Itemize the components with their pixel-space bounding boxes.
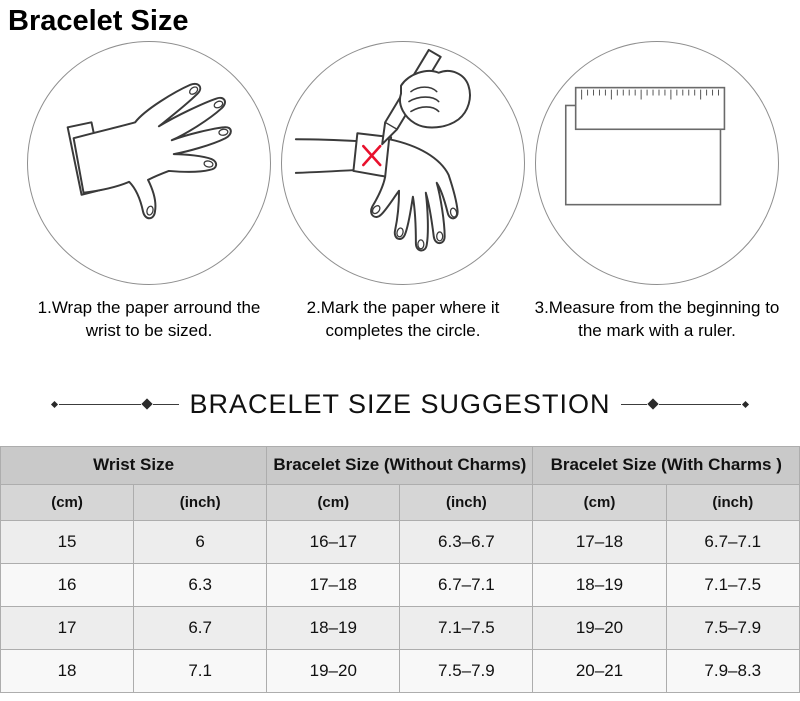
col-group-wrist-size: Wrist Size	[0, 445, 268, 485]
caption-line: completes the circle.	[325, 320, 481, 340]
fingernail	[371, 204, 381, 215]
step-3: 3.Measure from the beginning to the mark…	[530, 40, 784, 343]
table-cell: 7.9–8.3	[665, 648, 800, 693]
step-1: 1.Wrap the paper arround the wrist to be…	[22, 40, 276, 343]
fingernail	[417, 239, 425, 250]
caption-line: 1.Wrap the paper arround the	[37, 297, 261, 317]
measurement-steps: 1.Wrap the paper arround the wrist to be…	[0, 40, 800, 343]
table-cell: 20–21	[532, 648, 667, 693]
table-cell: 15	[0, 519, 135, 564]
step-3-caption: 3.Measure from the beginning to the mark…	[535, 297, 780, 343]
ruler-rect	[574, 86, 726, 130]
fingernail	[146, 205, 154, 216]
table-cell: 7.1–7.5	[665, 562, 800, 607]
page-title: Bracelet Size	[8, 5, 189, 37]
hand-with-paper-icon	[66, 82, 232, 220]
divider-left-ornament	[50, 398, 180, 410]
forearm-line	[294, 138, 361, 143]
table-cell: 7.1–7.5	[399, 605, 534, 650]
table-cell: 6.3–6.7	[399, 519, 534, 564]
fingernail	[218, 128, 229, 136]
diamond-icon	[646, 398, 659, 410]
step-2-caption: 2.Mark the paper where it completes the …	[307, 297, 500, 343]
caption-line: wrist to be sized.	[85, 320, 213, 340]
fingernail	[213, 100, 224, 109]
table-cell: 6.7–7.1	[665, 519, 800, 564]
divider-line	[620, 403, 647, 405]
ruler-icon	[564, 86, 726, 206]
table-cell: 6	[133, 519, 268, 564]
divider-right-ornament	[620, 398, 750, 410]
divider-line	[59, 403, 142, 405]
diamond-icon	[141, 398, 154, 410]
red-x-mark	[362, 144, 382, 167]
table-cell: 18	[0, 648, 135, 693]
col-group-without-charms: Bracelet Size (Without Charms)	[266, 445, 534, 485]
diamond-small-icon	[51, 400, 59, 408]
unit-header-cm: (cm)	[532, 483, 667, 521]
caption-line: 3.Measure from the beginning to	[534, 297, 780, 317]
caption-line: 2.Mark the paper where it	[306, 297, 500, 317]
table-row: 16 6.3 17–18 6.7–7.1 18–19 7.1–7.5	[0, 562, 800, 607]
table-cell: 6.7–7.1	[399, 562, 534, 607]
caption-line: the mark with a ruler.	[578, 320, 736, 340]
step-2-illustration	[281, 40, 525, 285]
pen-tip-line	[384, 121, 398, 130]
fingernail	[449, 207, 458, 218]
suggestion-heading-row: BRACELET SIZE SUGGESTION	[0, 389, 800, 420]
step-2: 2.Mark the paper where it completes the …	[276, 40, 530, 343]
table-row: 18 7.1 19–20 7.5–7.9 20–21 7.9–8.3	[0, 648, 800, 693]
table-cell: 16–17	[266, 519, 401, 564]
size-table-section: Wrist Size Bracelet Size (Without Charms…	[0, 445, 800, 693]
table-cell: 18–19	[266, 605, 401, 650]
unit-header-cm: (cm)	[266, 483, 401, 521]
table-cell: 17–18	[266, 562, 401, 607]
unit-header-inch: (inch)	[665, 483, 800, 521]
table-group-header-row: Wrist Size Bracelet Size (Without Charms…	[0, 445, 800, 485]
unit-header-inch: (inch)	[399, 483, 534, 521]
diamond-small-icon	[741, 400, 749, 408]
step-3-illustration	[535, 40, 779, 285]
col-group-with-charms: Bracelet Size (With Charms )	[532, 445, 800, 485]
fingernail	[396, 227, 404, 238]
divider-line	[153, 403, 180, 405]
table-cell: 7.1	[133, 648, 268, 693]
table-cell: 18–19	[532, 562, 667, 607]
table-unit-header-row: (cm) (inch) (cm) (inch) (cm) (inch)	[0, 483, 800, 521]
pen-marking-wrist-icon	[294, 48, 471, 252]
table-cell: 7.5–7.9	[399, 648, 534, 693]
fingernail	[203, 160, 214, 168]
table-cell: 7.5–7.9	[665, 605, 800, 650]
table-cell: 6.3	[133, 562, 268, 607]
lower-hand-outline	[370, 138, 459, 252]
step-1-illustration	[27, 40, 271, 285]
table-cell: 6.7	[133, 605, 268, 650]
size-suggestion-table: Wrist Size Bracelet Size (Without Charms…	[0, 445, 800, 693]
forearm-line	[294, 168, 359, 174]
table-cell: 17–18	[532, 519, 667, 564]
finger-fold	[410, 106, 440, 113]
table-cell: 17	[0, 605, 135, 650]
divider-line	[658, 403, 741, 405]
table-cell: 19–20	[532, 605, 667, 650]
unit-header-inch: (inch)	[133, 483, 268, 521]
hand-outline	[72, 82, 232, 220]
table-cell: 16	[0, 562, 135, 607]
unit-header-cm: (cm)	[0, 483, 135, 521]
fingernail	[436, 231, 444, 242]
finger-fold	[408, 96, 440, 103]
step-1-caption: 1.Wrap the paper arround the wrist to be…	[38, 297, 261, 343]
suggestion-heading: BRACELET SIZE SUGGESTION	[189, 388, 611, 419]
table-cell: 19–20	[266, 648, 401, 693]
table-row: 17 6.7 18–19 7.1–7.5 19–20 7.5–7.9	[0, 605, 800, 650]
ruler-ticks	[581, 89, 719, 100]
finger-fold	[410, 86, 438, 93]
table-row: 15 6 16–17 6.3–6.7 17–18 6.7–7.1	[0, 519, 800, 564]
fingernail	[189, 86, 199, 95]
